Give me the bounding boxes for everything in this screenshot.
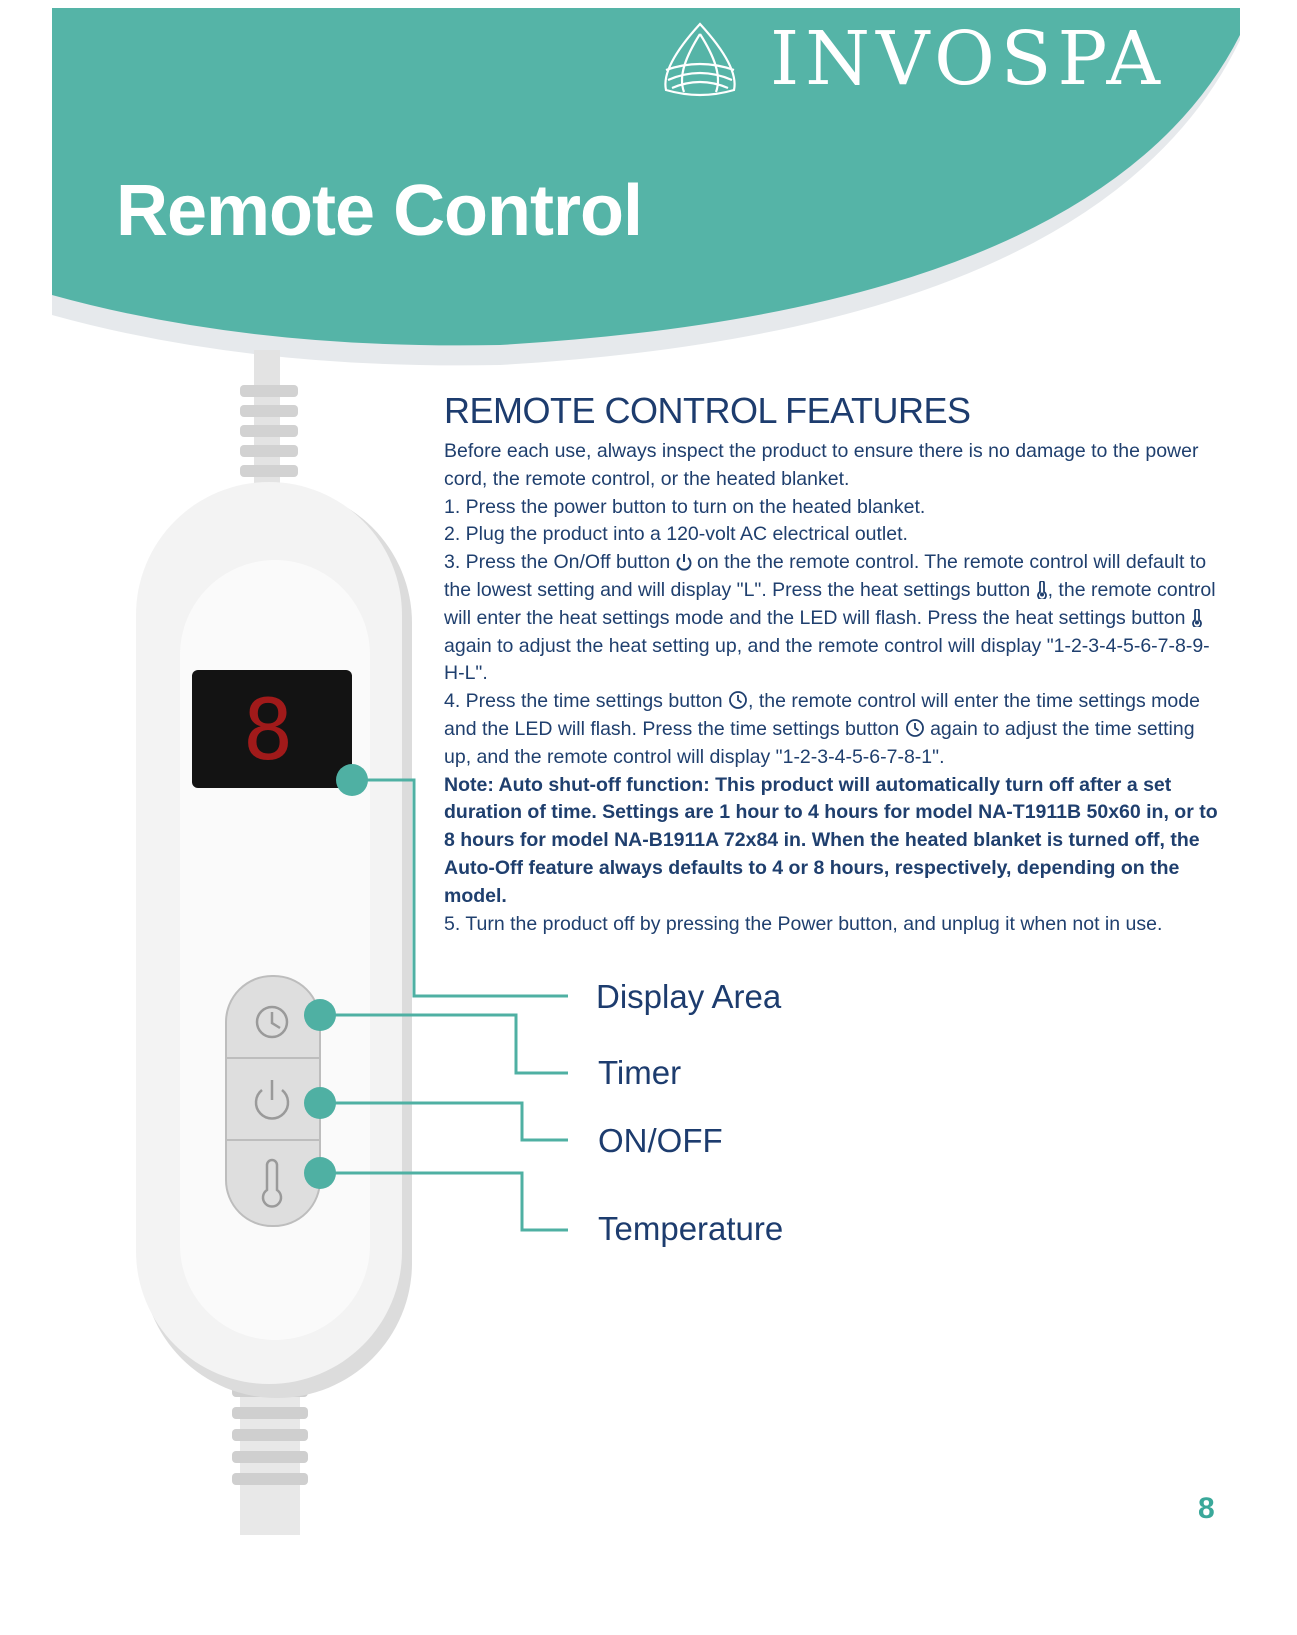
- lotus-petal-logo: [664, 22, 736, 97]
- remote-timer-icon: [255, 1005, 289, 1039]
- callout-display-area: Display Area: [596, 978, 782, 1015]
- cord-top: [240, 350, 298, 490]
- clock-icon: [729, 691, 747, 710]
- step-3-text-d: again to adjust the heat setting up, and…: [444, 634, 1210, 685]
- step-3-text-c: , the remote control will enter the heat…: [444, 578, 1216, 629]
- auto-shutoff-note: Note: Auto shut-off function: This produ…: [444, 773, 1218, 907]
- callout-lines: [320, 778, 568, 1232]
- remote-thermometer-icon: [261, 1158, 283, 1208]
- intro-paragraph: Before each use, always inspect the prod…: [444, 440, 1199, 490]
- clock-icon: [905, 719, 924, 737]
- callout-temperature: Temperature: [598, 1210, 784, 1247]
- header-banner: [52, 8, 1240, 346]
- step-1: 1. Press the power button to turn on the…: [444, 495, 926, 518]
- step-4-text-a: 4. Press the time settings button: [444, 690, 728, 713]
- section-heading: REMOTE CONTROL FEATURES: [444, 390, 971, 431]
- step-4: 4. Press the time settings button , the …: [444, 688, 1224, 771]
- power-icon: [676, 554, 692, 571]
- thermometer-icon: [1191, 608, 1202, 627]
- callout-on-off: ON/OFF: [598, 1122, 723, 1159]
- features-section: REMOTE CONTROL FEATURES Before each use,…: [444, 390, 1224, 938]
- remote-power-icon: [254, 1080, 290, 1120]
- step-5: 5. Turn the product off by pressing the …: [444, 912, 1163, 935]
- step-3-text-b: on the the remote control. The remote co…: [444, 551, 1207, 601]
- step-3: 3. Press the On/Off button on the the re…: [444, 549, 1224, 688]
- step-4-text-b: , the remote control will enter the time…: [444, 690, 1200, 740]
- brand-name: INVOSPA: [770, 16, 1166, 102]
- step-3-text-a: 3. Press the On/Off button: [444, 551, 676, 574]
- callout-dots: [304, 764, 368, 1189]
- page-number: 8: [1198, 1492, 1215, 1525]
- display-screen: [192, 670, 352, 788]
- led-display-digit: 8: [242, 681, 294, 779]
- thermometer-icon: [1036, 580, 1047, 599]
- callout-timer: Timer: [598, 1054, 682, 1091]
- page-title: Remote Control: [116, 171, 643, 251]
- step-2: 2. Plug the product into a 120-volt AC e…: [444, 523, 908, 546]
- step-4-text-c: again to adjust the time setting up, and…: [444, 717, 1195, 768]
